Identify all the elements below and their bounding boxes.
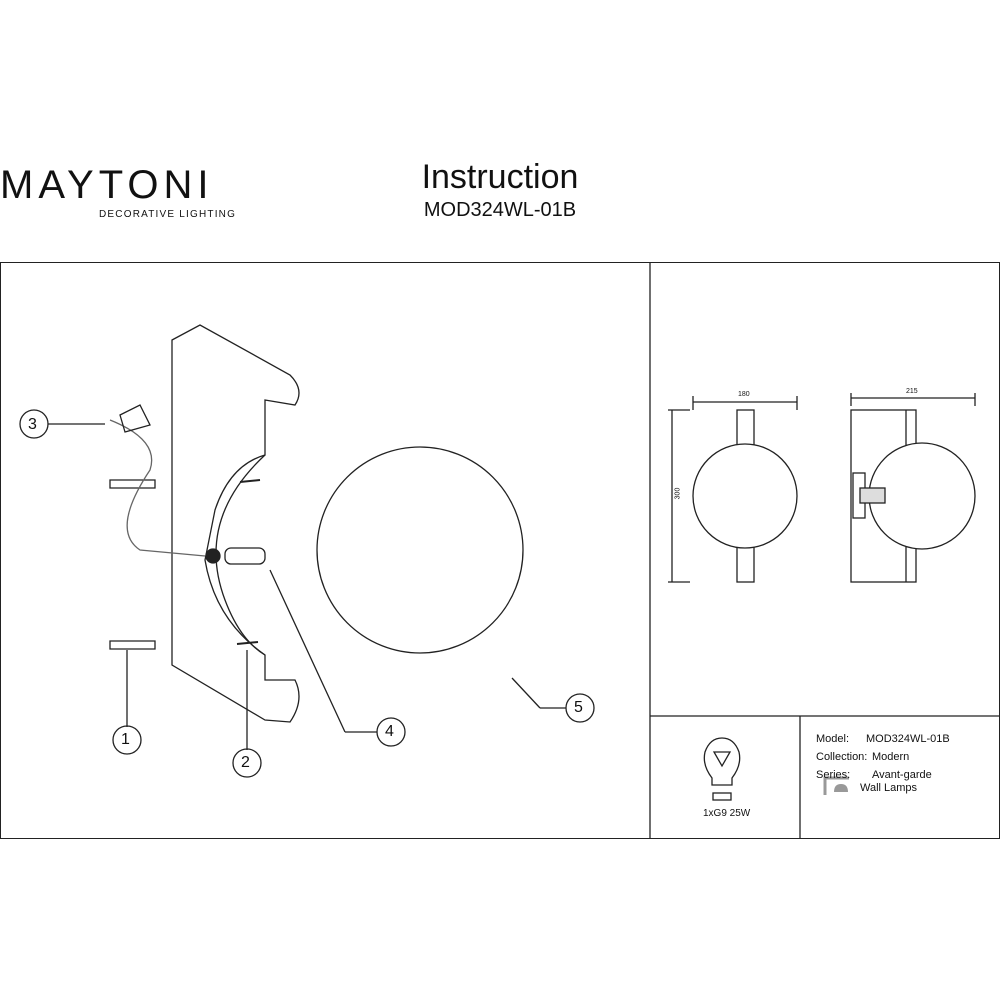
bulb-icon <box>703 737 741 786</box>
wall-anchor <box>109 479 156 489</box>
callout-3: 3 <box>28 416 37 433</box>
glass-shade <box>316 446 524 654</box>
spec-label: Collection: <box>816 751 868 763</box>
category-label: Wall Lamps <box>860 782 918 794</box>
model-number: MOD324WL-01B <box>423 199 577 221</box>
g9-bulb <box>224 547 266 565</box>
callout-5: 5 <box>574 699 583 716</box>
callout-4: 4 <box>385 723 394 740</box>
spec-value: MOD324WL-01B <box>866 733 950 745</box>
wall-anchor <box>109 640 156 650</box>
spec-value: Avant-garde <box>872 769 932 781</box>
dim-front-width: 180 <box>738 391 750 398</box>
brand-tagline: DECORATIVE LIGHTING <box>99 209 237 220</box>
wires <box>109 419 206 557</box>
callout-1: 1 <box>121 731 130 748</box>
page-title: Instruction <box>421 158 579 196</box>
lamp-backplate <box>171 324 300 723</box>
bulb-label: 1xG9 25W <box>703 808 751 819</box>
dim-side-width: 215 <box>906 388 918 395</box>
wall-lamp-icon <box>823 776 849 795</box>
spec-label: Model: <box>816 733 850 745</box>
spec-value: Modern <box>872 751 910 763</box>
brand-logo: MAYTONI <box>0 163 214 207</box>
spec-table: Model: MOD324WL-01B Collection: Modern Ser… <box>816 730 950 784</box>
callout-2: 2 <box>241 754 250 771</box>
spec-label: Series: <box>816 769 851 781</box>
dim-height: 300 <box>674 487 682 500</box>
